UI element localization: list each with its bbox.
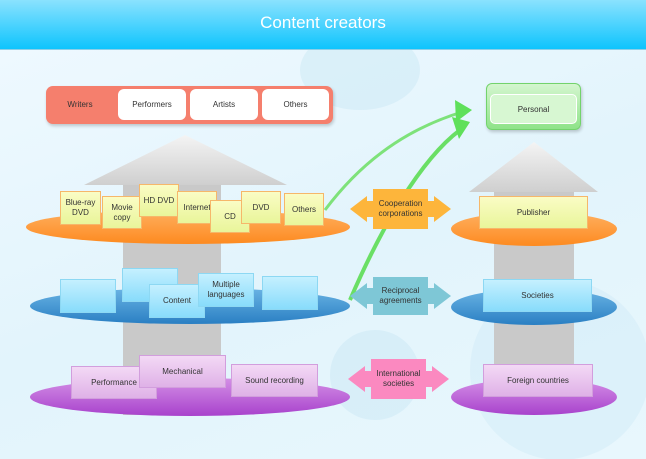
content-box-multiple-languages: Multiple languages xyxy=(198,273,254,307)
connector-label-cooperation: Cooperation corporations xyxy=(378,198,423,218)
green-curved-arrow-1 xyxy=(323,100,472,211)
right-publisher: Publisher xyxy=(479,196,588,229)
connector-cooperation xyxy=(350,189,451,229)
page-title: Content creators xyxy=(260,13,386,32)
media-blueray-dvd: Blue-ray DVD xyxy=(60,191,101,225)
right-foreign-countries: Foreign countries xyxy=(483,364,593,397)
connector-label-reciprocal: Reciprocal agreements xyxy=(379,285,422,305)
rights-sound-recording: Sound recording xyxy=(231,364,318,397)
content-box-5 xyxy=(262,276,318,310)
right-up-arrow xyxy=(469,142,598,402)
header-bar: Content creators xyxy=(0,0,646,50)
media-hd-dvd: HD DVD xyxy=(139,184,179,217)
personal-box: Personal xyxy=(486,83,581,130)
tab-others[interactable]: Others xyxy=(262,89,329,120)
tab-performers[interactable]: Performers xyxy=(118,89,186,120)
personal-label: Personal xyxy=(490,94,577,124)
tab-artists[interactable]: Artists xyxy=(190,89,258,120)
connector-reciprocal xyxy=(350,277,451,315)
connector-international xyxy=(348,359,449,399)
tab-writers[interactable]: Writers xyxy=(67,100,93,109)
creator-tabs: Writers Performers Artists Others xyxy=(46,86,333,124)
media-movie-copy: Movie copy xyxy=(102,196,142,229)
media-dvd: DVD xyxy=(241,191,281,224)
rights-mechanical: Mechanical xyxy=(139,355,226,388)
right-societies: Societies xyxy=(483,279,592,312)
media-others: Others xyxy=(284,193,324,226)
content-box-1 xyxy=(60,279,116,313)
content-box-content: Content xyxy=(149,284,205,318)
connector-label-international: International societies xyxy=(376,368,421,388)
